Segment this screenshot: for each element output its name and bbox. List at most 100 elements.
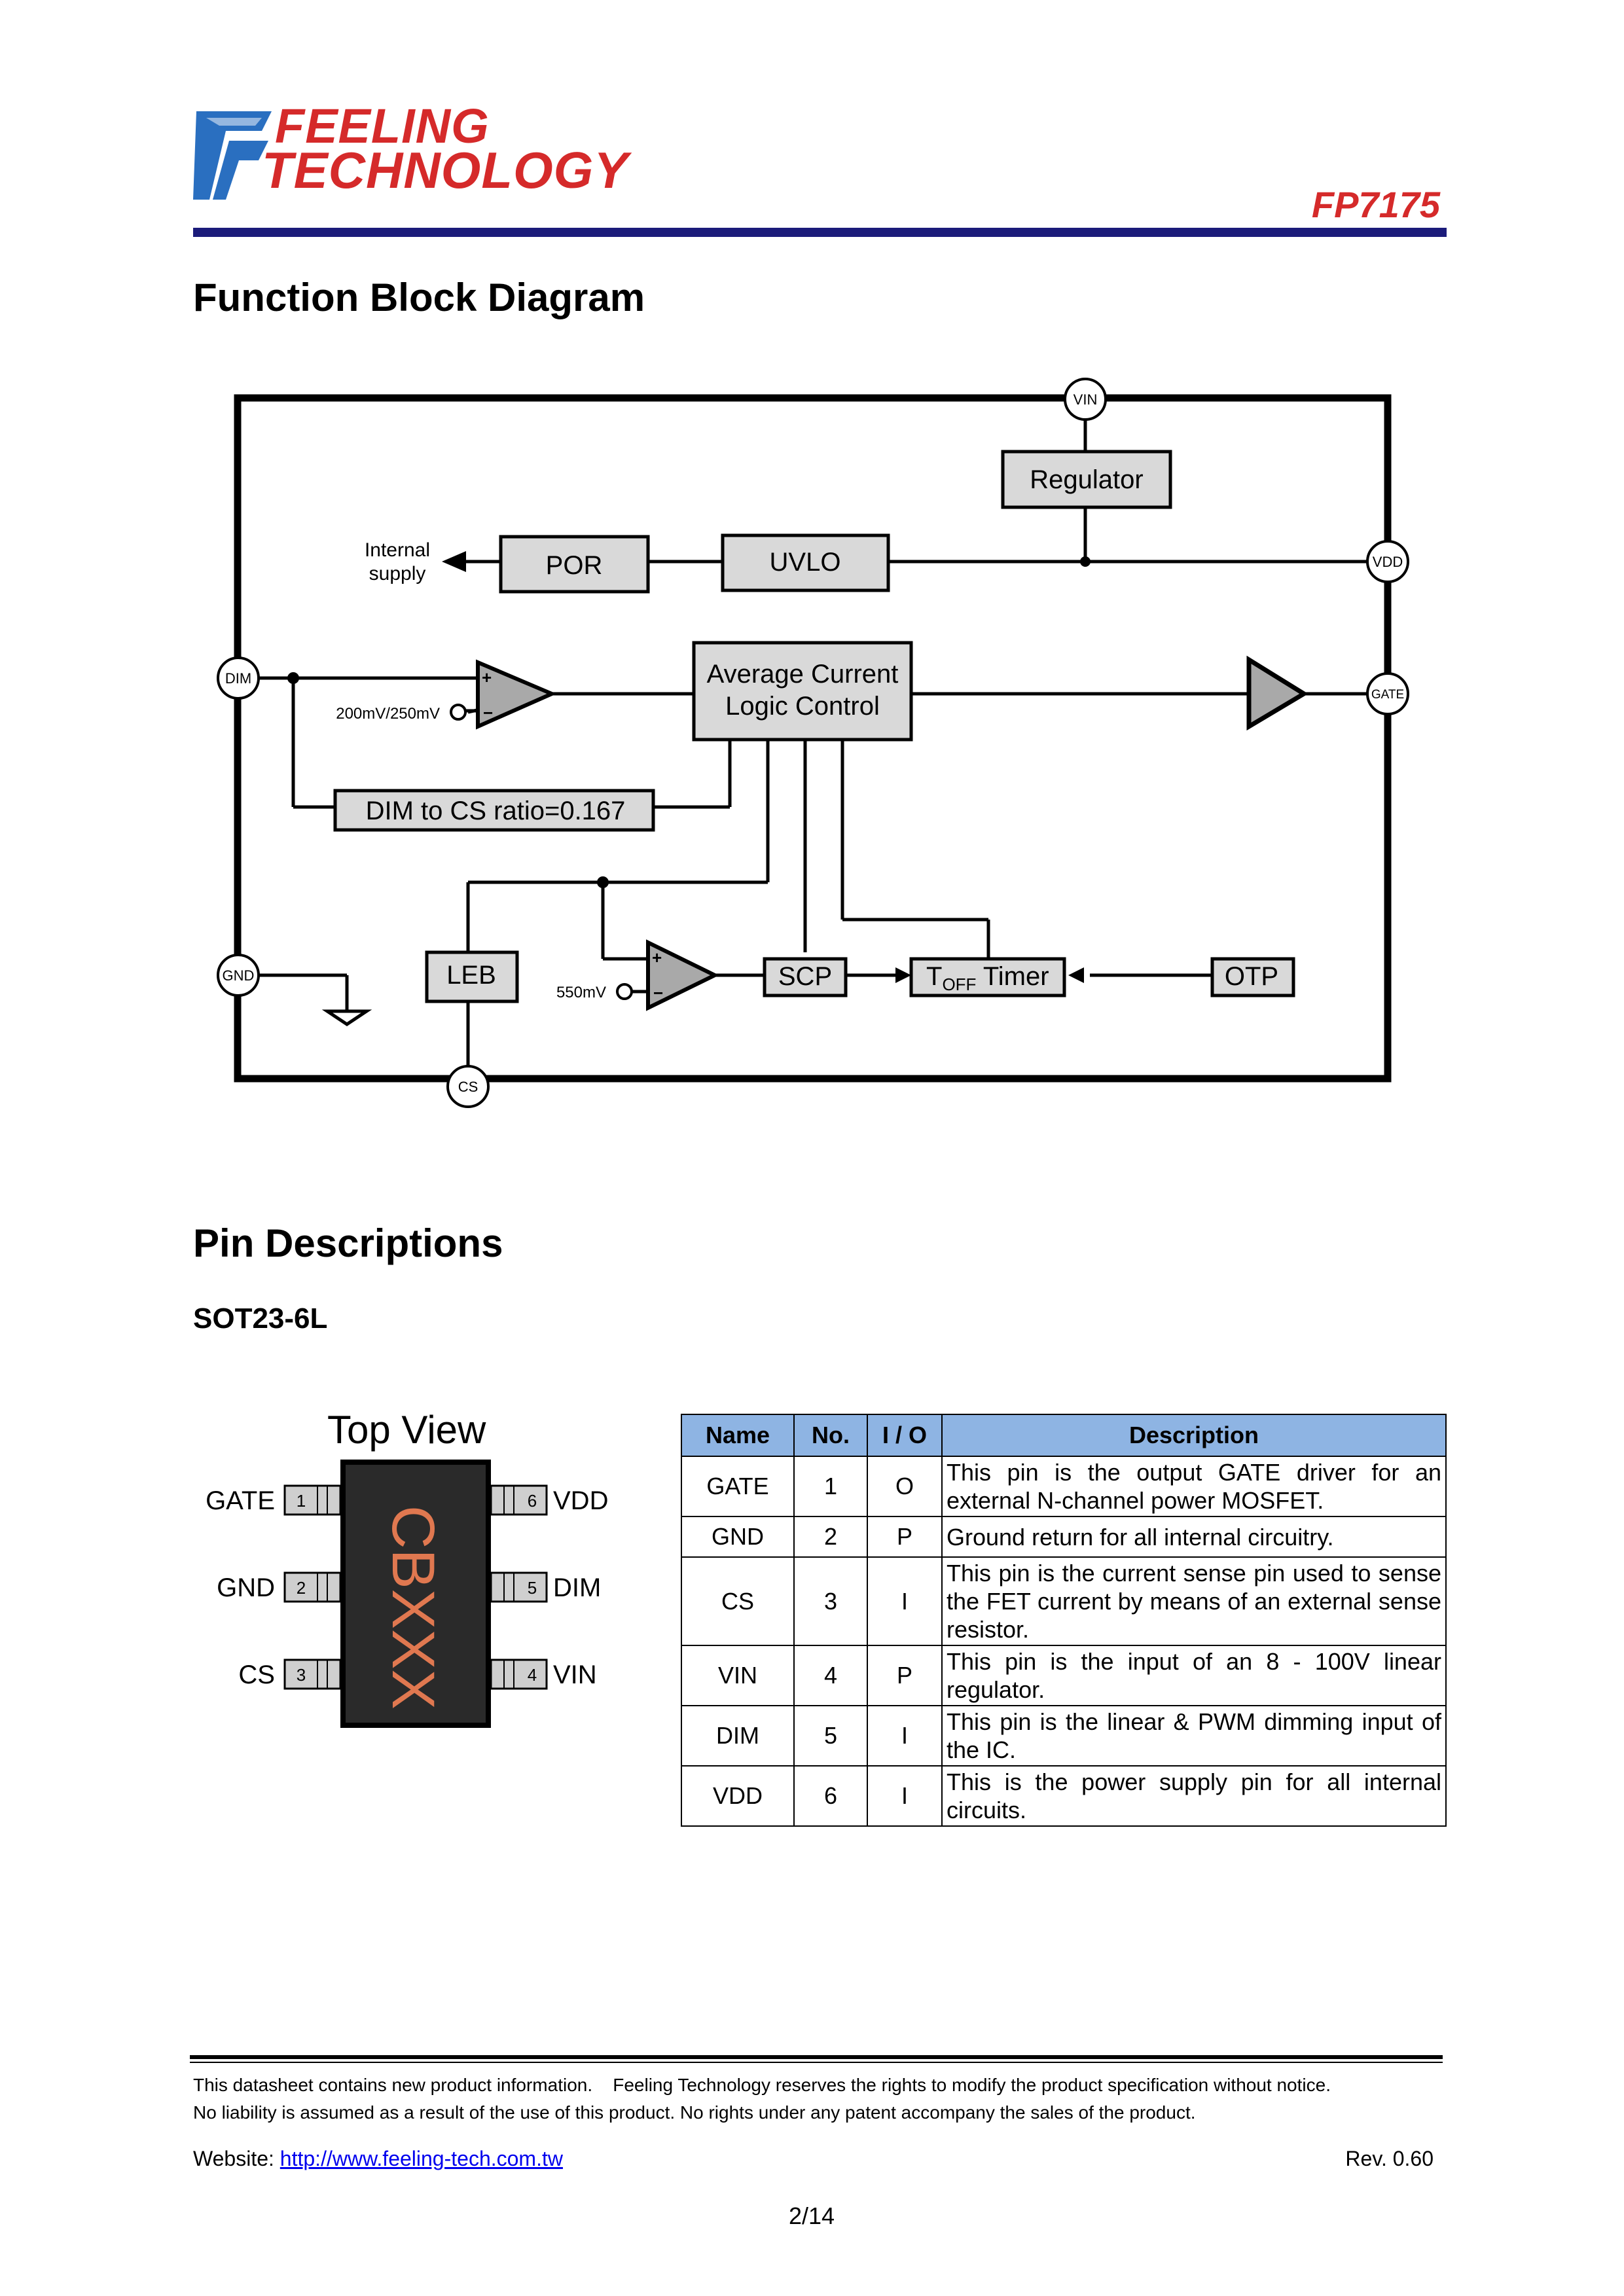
por-block (499, 535, 650, 594)
table-row: CS 3 I This pin is the current sense pin… (681, 1556, 1447, 1646)
pin-label-dim: DIM (225, 670, 251, 687)
leb-label: LEB (446, 961, 496, 990)
top-view-title: Top View (327, 1408, 486, 1452)
pin-number-4: 4 (528, 1665, 537, 1685)
header-rule (193, 228, 1447, 237)
pin-circle-dim (217, 656, 260, 700)
cell-name: DIM (681, 1705, 795, 1767)
comparator1-minus: − (483, 703, 493, 723)
table-row: GND 2 P Ground return for all internal c… (681, 1516, 1447, 1558)
pin-number-1: 1 (297, 1491, 306, 1511)
footer-disclaimer-line1: This datasheet contains new product info… (193, 2075, 1331, 2095)
otp-label: OTP (1225, 962, 1278, 991)
avg-current-label-line1: Average Current (707, 660, 899, 689)
cell-description: This pin is the output GATE driver for a… (941, 1456, 1447, 1517)
footer-website: Website: http://www.feeling-tech.com.tw (193, 2147, 563, 2171)
dim-reference-label: 200mV/250mV (336, 705, 440, 723)
cell-name: VDD (681, 1765, 795, 1827)
pin-number-5: 5 (528, 1578, 537, 1598)
cell-io: I (867, 1556, 943, 1646)
regulator-label: Regulator (1030, 465, 1143, 494)
table-row: VIN 4 P This pin is the input of an 8 - … (681, 1645, 1447, 1706)
pin-number-2: 2 (297, 1578, 306, 1598)
table-row: VDD 6 I This is the power supply pin for… (681, 1765, 1447, 1827)
cell-name: GND (681, 1516, 795, 1558)
footer-rule-thin (190, 2062, 1443, 2063)
cell-description: This pin is the input of an 8 - 100V lin… (941, 1645, 1447, 1706)
cs-reference-label: 550mV (556, 984, 606, 1001)
pin-number-6: 6 (528, 1491, 537, 1511)
comparator1-plus: + (482, 668, 492, 687)
cell-no: 1 (793, 1456, 868, 1517)
pin-circle-gate (1366, 672, 1409, 715)
toff-timer-block (909, 957, 1066, 997)
package-pin-cs: CS (238, 1660, 275, 1689)
footer-rule (190, 2055, 1443, 2059)
package-marking: CBXXX (380, 1505, 446, 1710)
footer-disclaimer-line2: No liability is assumed as a result of t… (193, 2102, 1196, 2123)
logo-text-feeling: FEELING (275, 99, 490, 153)
dim-to-cs-ratio-block (333, 789, 655, 832)
comparator2-minus: − (653, 983, 663, 1003)
cell-name: CS (681, 1556, 795, 1646)
website-link[interactable]: http://www.feeling-tech.com.tw (280, 2147, 563, 2170)
cell-no: 5 (793, 1705, 868, 1767)
avg-current-label-line2: Logic Control (725, 692, 880, 721)
cell-description: Ground return for all internal circuitry… (941, 1516, 1447, 1558)
package-name: SOT23-6L (193, 1302, 328, 1335)
table-row: DIM 5 I This pin is the linear & PWM dim… (681, 1705, 1447, 1767)
block-diagram-title: Function Block Diagram (193, 276, 645, 319)
pin-circle-gnd (217, 954, 260, 997)
cell-no: 2 (793, 1516, 868, 1558)
part-number: FP7175 (1311, 184, 1440, 225)
pin-description-table: Name No. I / O Description GATE 1 O This… (681, 1414, 1447, 1827)
cell-no: 4 (793, 1645, 868, 1706)
header-io: I / O (867, 1414, 943, 1457)
pin-descriptions-title: Pin Descriptions (193, 1221, 503, 1265)
package-pin-gnd: GND (217, 1573, 275, 1602)
comparator2-plus: + (652, 948, 662, 967)
table-row: GATE 1 O This pin is the output GATE dri… (681, 1456, 1447, 1517)
average-current-logic-block (692, 641, 913, 742)
cell-description: This pin is the current sense pin used t… (941, 1556, 1447, 1646)
package-pin-dim: DIM (553, 1573, 601, 1602)
header-name: Name (681, 1414, 795, 1457)
logo-text-technology: TECHNOLOGY (262, 141, 629, 199)
toff-timer-label: TOFF Timer (926, 962, 1049, 994)
regulator-block (1001, 450, 1172, 509)
cell-description: This pin is the linear & PWM dimming inp… (941, 1705, 1447, 1767)
pin-circle-cs (446, 1065, 490, 1108)
internal-label: Internal (365, 539, 430, 561)
pin-circle-vdd (1366, 540, 1409, 583)
ic-boundary (234, 394, 1392, 1083)
pin-label-vdd: VDD (1373, 554, 1403, 570)
dim-to-cs-label: DIM to CS ratio=0.167 (366, 797, 626, 825)
pin-number-3: 3 (297, 1665, 306, 1685)
pin-label-gate: GATE (1371, 688, 1404, 702)
header-description: Description (941, 1414, 1447, 1457)
package-pin-vdd: VDD (553, 1486, 608, 1515)
scp-block (763, 957, 848, 997)
pin-label-gnd: GND (223, 967, 255, 984)
otp-block (1210, 957, 1295, 997)
cell-io: O (867, 1456, 943, 1517)
leb-block (425, 950, 519, 1003)
cell-description: This is the power supply pin for all int… (941, 1765, 1447, 1827)
supply-label: supply (369, 563, 426, 584)
cell-no: 3 (793, 1556, 868, 1646)
revision: Rev. 0.60 (1345, 2147, 1434, 2170)
company-logo-mark (193, 111, 272, 200)
cell-io: I (867, 1765, 943, 1827)
function-block-diagram: VIN VDD GATE DIM GND CS Regulator POR UV… (217, 378, 1409, 1108)
package-pin-gate: GATE (206, 1486, 275, 1515)
cell-io: P (867, 1516, 943, 1558)
cell-io: P (867, 1645, 943, 1706)
cell-no: 6 (793, 1765, 868, 1827)
cell-io: I (867, 1705, 943, 1767)
uvlo-label: UVLO (770, 548, 841, 577)
header-no: No. (793, 1414, 868, 1457)
pin-circle-vin (1064, 378, 1107, 421)
cell-name: GATE (681, 1456, 795, 1517)
package-pin-vin: VIN (553, 1660, 597, 1689)
cell-name: VIN (681, 1645, 795, 1706)
